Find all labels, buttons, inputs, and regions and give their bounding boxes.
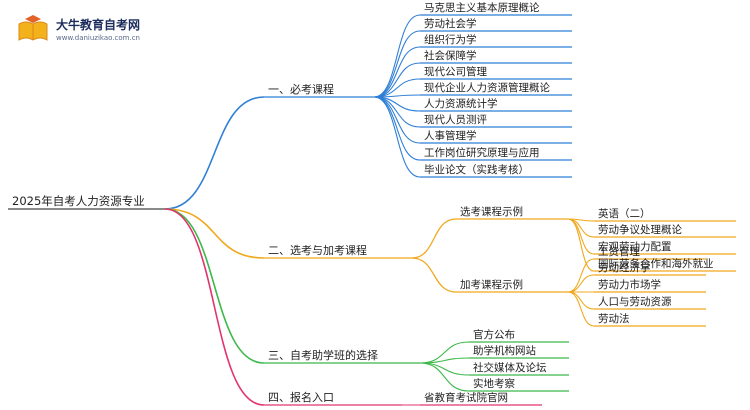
leaf-item: 人口与劳动资源 xyxy=(598,295,672,308)
leaf-edge-3-3 xyxy=(419,362,470,376)
sub-leaf-edge-2-4 xyxy=(567,291,595,310)
branch-1: 一、必考课程 xyxy=(268,83,334,96)
graduation-book-icon xyxy=(18,15,48,41)
leaf-item: 官方公布 xyxy=(473,328,515,341)
leaf-item: 助学机构网站 xyxy=(473,344,536,357)
subgroup-2: 加考课程示例 xyxy=(460,278,523,291)
sub-leaf-edge-2-1 xyxy=(567,258,595,293)
branch-edge-3 xyxy=(164,208,265,364)
leaf-item: 马克思主义基本原理概论 xyxy=(424,1,540,14)
subgroup-1: 选考课程示例 xyxy=(460,205,523,218)
root-topic: 2025年自考人力资源专业 xyxy=(12,194,145,208)
leaf-item: 劳动法 xyxy=(598,312,630,325)
branch-4: 四、报名入口 xyxy=(268,390,334,404)
leaf-edge-3-4 xyxy=(419,362,470,392)
leaf-item: 现代人员测评 xyxy=(424,113,487,126)
leaf-edge-1-11 xyxy=(373,96,421,178)
sub-leaf-edge-2-5 xyxy=(567,291,595,327)
brand-url: www.daniuzikao.com.cn xyxy=(56,34,140,42)
leaf-item: 毕业论文（实践考核） xyxy=(424,163,529,176)
leaf-item: 宏观劳动力配置 xyxy=(598,240,672,253)
leaf-item: 工资管理 xyxy=(598,245,640,258)
sub-leaf-edge-2-2 xyxy=(567,274,595,293)
leaf-item: 国际劳务合作和海外就业 xyxy=(598,257,714,270)
leaf-item: 劳动经济学 xyxy=(598,261,651,274)
leaf-edge-1-3 xyxy=(373,46,421,98)
branch-edge-2 xyxy=(164,208,265,259)
leaf-item: 劳动社会学 xyxy=(424,17,477,30)
leaf-edge-1-8 xyxy=(373,96,421,128)
leaf-edge-1-2 xyxy=(373,30,421,98)
branch-edge-1 xyxy=(164,96,265,210)
leaf-item: 工作岗位研究原理与应用 xyxy=(424,146,540,159)
leaf-edge-1-1 xyxy=(373,14,421,98)
leaf-item: 现代企业人力资源管理概论 xyxy=(424,81,550,94)
leaf-item: 社交媒体及论坛 xyxy=(473,361,547,374)
brand-logo: 大牛教育自考网 www.daniuzikao.com.cn xyxy=(16,12,176,48)
leaf-item: 现代公司管理 xyxy=(424,65,487,78)
leaf-item: 省教育考试院官网 xyxy=(424,391,508,404)
leaf-item: 劳动力市场学 xyxy=(598,278,661,291)
leaf-edge-3-1 xyxy=(419,341,470,364)
leaf-item: 社会保障学 xyxy=(424,49,477,62)
sub-leaf-edge-1-2 xyxy=(567,218,595,238)
branch-edge-4 xyxy=(164,208,265,406)
leaf-edge-1-10 xyxy=(373,96,421,161)
sub-leaf-edge-1-4 xyxy=(567,218,595,272)
leaf-item: 人事管理学 xyxy=(424,129,477,142)
branch-3: 三、自考助学班的选择 xyxy=(268,348,378,362)
branch-2: 二、选考与加考课程 xyxy=(268,244,367,257)
group-edge-2 xyxy=(411,257,457,293)
leaf-item: 英语（二） xyxy=(598,207,651,220)
leaf-item: 实地考察 xyxy=(473,377,515,390)
brand-name: 大牛教育自考网 xyxy=(56,18,141,32)
leaf-item: 组织行为学 xyxy=(424,33,477,46)
leaf-item: 人力资源统计学 xyxy=(424,97,498,110)
group-edge-1 xyxy=(411,218,457,259)
leaf-item: 劳动争议处理概论 xyxy=(598,223,682,236)
